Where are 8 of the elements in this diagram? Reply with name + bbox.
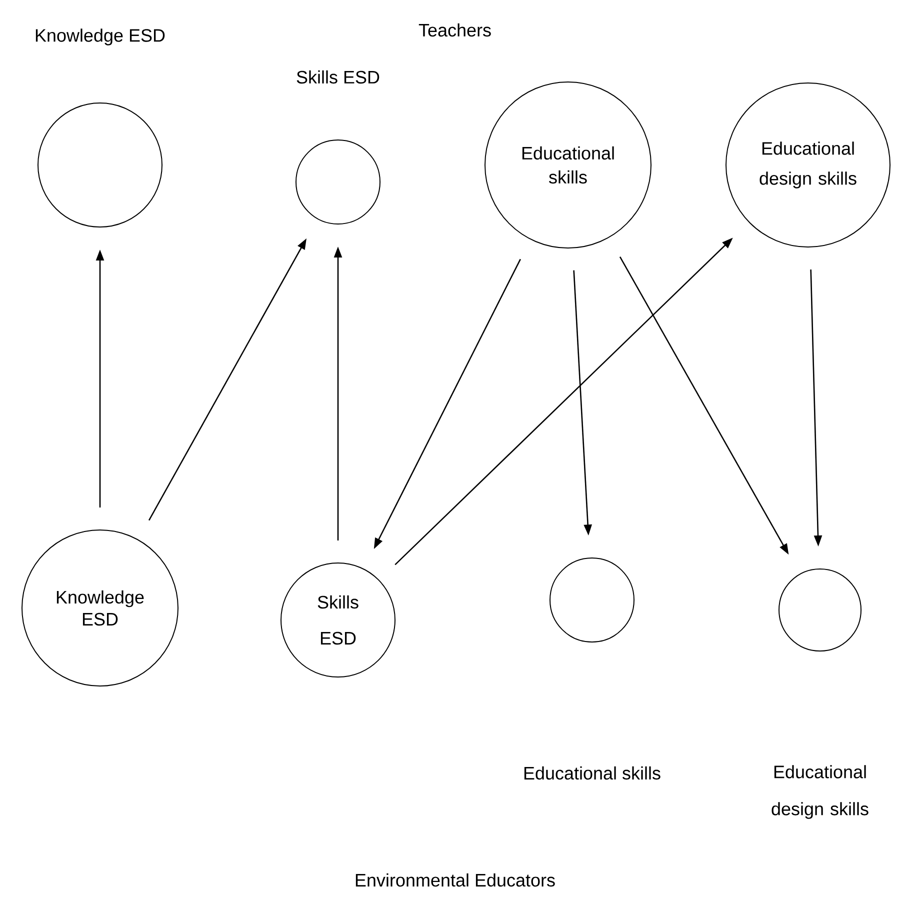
node-label: Skills ESD	[296, 70, 380, 84]
circle	[550, 558, 634, 642]
text-label: Environmental Educators	[356, 873, 555, 887]
circle	[778, 568, 862, 652]
text-label: Educational design skills	[772, 765, 868, 819]
text-label: Teachers	[418, 23, 491, 37]
text-label: Educational skills	[524, 766, 660, 780]
node-label: Knowledge ESD	[36, 28, 165, 46]
